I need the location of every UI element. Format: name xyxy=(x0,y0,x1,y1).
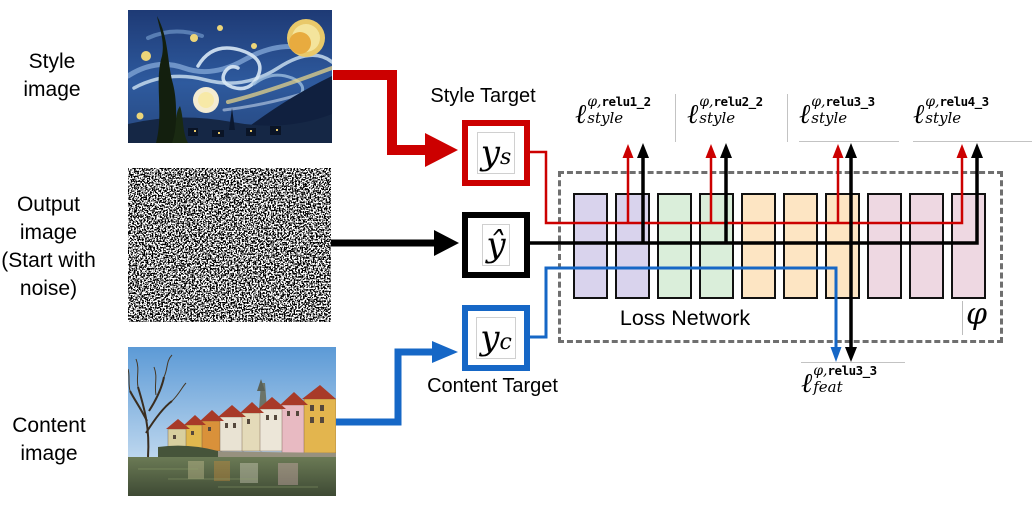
yhat-symbol: ŷ xyxy=(482,224,510,266)
conv-layer-block-10 xyxy=(951,193,986,299)
phi-divider-line xyxy=(962,301,963,335)
loss-network-title: Loss Network xyxy=(619,306,751,330)
output-image-box: ŷ xyxy=(462,212,530,278)
style-image-label-line: image xyxy=(23,78,81,101)
style-image-label: Style image xyxy=(6,48,98,104)
output-image-noise xyxy=(128,168,331,327)
content-image-tubingen xyxy=(127,347,337,501)
style-image-label-line: Style xyxy=(28,50,76,73)
style-image-starry-night xyxy=(125,10,334,148)
ys-symbol: ys xyxy=(476,132,516,174)
style-loss-label-relu1-2: ℓ φ,relu1_2 style xyxy=(575,94,676,142)
content-loss-arrowheads xyxy=(830,347,842,362)
content-target-box: yc xyxy=(462,305,530,371)
content-image-label-line: Content xyxy=(12,414,86,437)
conv-layer-block-1 xyxy=(573,193,608,299)
conv-layer-block-2 xyxy=(615,193,650,299)
style-loss-arrowheads xyxy=(622,144,968,158)
yc-symbol: yc xyxy=(476,317,516,359)
conv-layer-block-4 xyxy=(699,193,734,299)
style-loss-label-relu4-3: ℓ φ,relu4_3 style xyxy=(913,94,1032,142)
conv-layer-block-9 xyxy=(909,193,944,299)
style-loss-label-relu3-3: ℓ φ,relu3_3 style xyxy=(799,94,899,142)
style-target-caption: Style Target xyxy=(430,85,536,107)
conv-layer-block-6 xyxy=(783,193,818,299)
output-image-label: Output image (Start with noise) xyxy=(0,191,97,303)
output-image-label-line: (Start with xyxy=(1,249,96,272)
output-input-arrow xyxy=(331,230,459,256)
conv-layer-block-3 xyxy=(657,193,692,299)
conv-layer-block-8 xyxy=(867,193,902,299)
output-image-label-line: noise) xyxy=(19,277,78,300)
style-loss-label-relu2-2: ℓ φ,relu2_2 style xyxy=(687,94,788,142)
content-target-caption: Content Target xyxy=(427,375,558,397)
content-image-label: Content image xyxy=(2,412,96,468)
conv-layer-block-5 xyxy=(741,193,776,299)
output-image-label-line: Output xyxy=(16,193,81,216)
style-target-box: ys xyxy=(462,120,530,186)
output-image-label-line: image xyxy=(19,221,78,244)
phi-symbol: φ xyxy=(966,297,988,332)
conv-layer-block-7 xyxy=(825,193,860,299)
feat-loss-label-relu3-3: ℓ φ,relu3_3 feat xyxy=(801,362,905,407)
content-image-label-line: image xyxy=(20,442,78,465)
